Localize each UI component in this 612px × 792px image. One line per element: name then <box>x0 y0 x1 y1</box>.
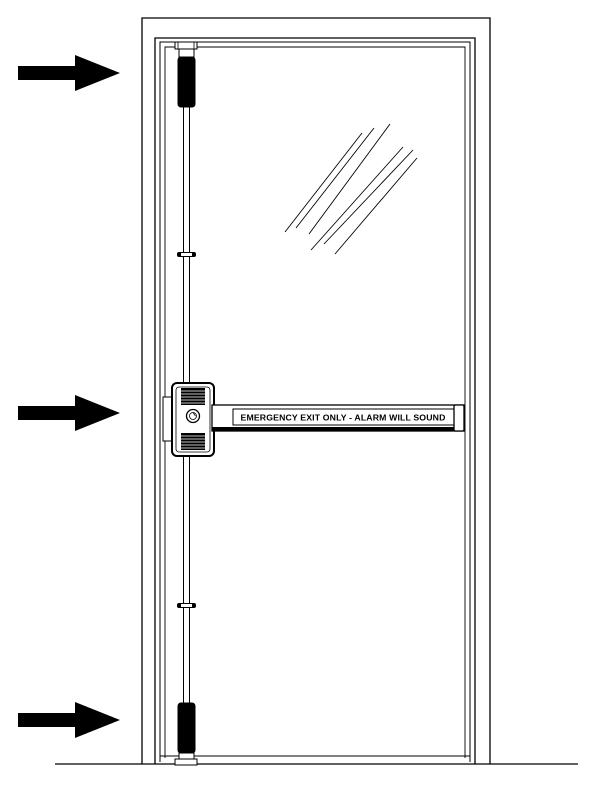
push-bar-label: EMERGENCY EXIT ONLY - ALARM WILL SOUND <box>241 413 446 423</box>
push-bar-housing-grill <box>181 388 205 450</box>
arrow-right-icon <box>18 395 120 431</box>
arrow-bottom <box>18 702 120 738</box>
door-frame-outer <box>141 17 491 764</box>
arrow-middle <box>18 395 120 431</box>
key-cylinder-icon <box>185 408 201 424</box>
arrow-right-icon <box>18 55 120 91</box>
door-frame-inner <box>154 37 476 764</box>
push-bar-device: EMERGENCY EXIT ONLY - ALARM WILL SOUND <box>162 382 465 457</box>
door-frame <box>141 17 491 764</box>
top-rod-latch <box>174 41 198 108</box>
arrow-right-icon <box>18 702 120 738</box>
rod-guide-upper <box>177 252 196 257</box>
door-leaf-outer <box>159 41 471 762</box>
bottom-rod-latch <box>174 702 198 766</box>
push-bar-end-cap <box>453 404 465 432</box>
glass-reflection <box>284 123 418 255</box>
rod-guide-lower <box>177 603 196 608</box>
arrow-top <box>18 55 120 91</box>
